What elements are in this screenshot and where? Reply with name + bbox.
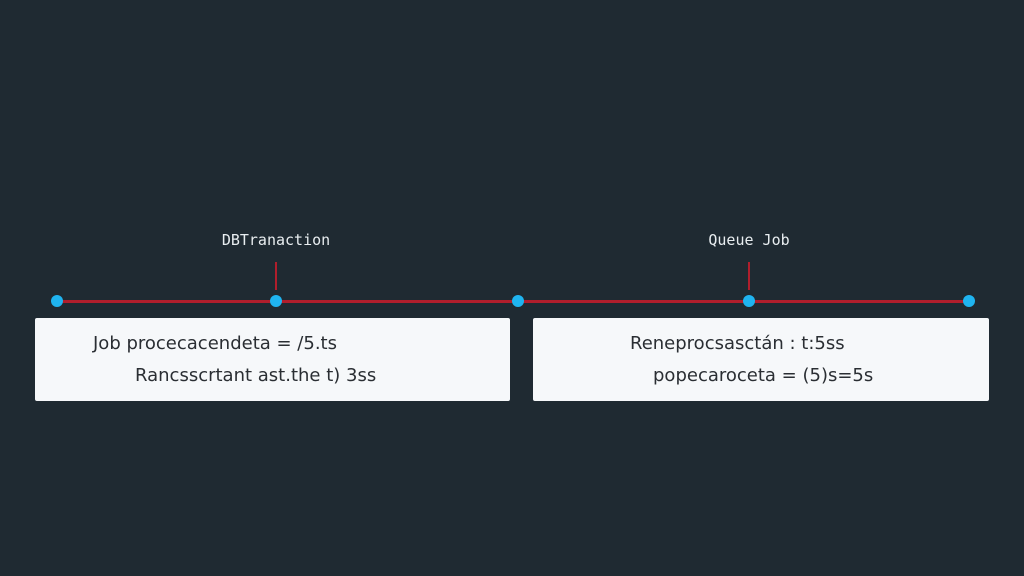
connector-tick-queue-job [748, 262, 750, 290]
event-label-db-transaction: DBTranaction [221, 231, 331, 249]
timeline-node-middle [512, 295, 524, 307]
connector-tick-db-transaction [275, 262, 277, 290]
event-label-queue-job: Queue Job [708, 231, 790, 249]
description-box-right: Reneprocsasctán : t:5ss popecaroceta = (… [533, 318, 989, 401]
description-line: Rancsscrtant ast.the t) 3ss [135, 365, 377, 386]
timeline-node-queue-job [743, 295, 755, 307]
timeline-node-db-transaction [270, 295, 282, 307]
timeline-node-start [51, 295, 63, 307]
description-box-left: Job procecacendeta = /5.ts Rancsscrtant … [35, 318, 510, 401]
description-line: Job procecacendeta = /5.ts [93, 333, 337, 354]
timeline-node-end [963, 295, 975, 307]
description-line: Reneprocsasctán : t:5ss [630, 333, 845, 354]
description-line: popecaroceta = (5)s=5s [653, 365, 874, 386]
